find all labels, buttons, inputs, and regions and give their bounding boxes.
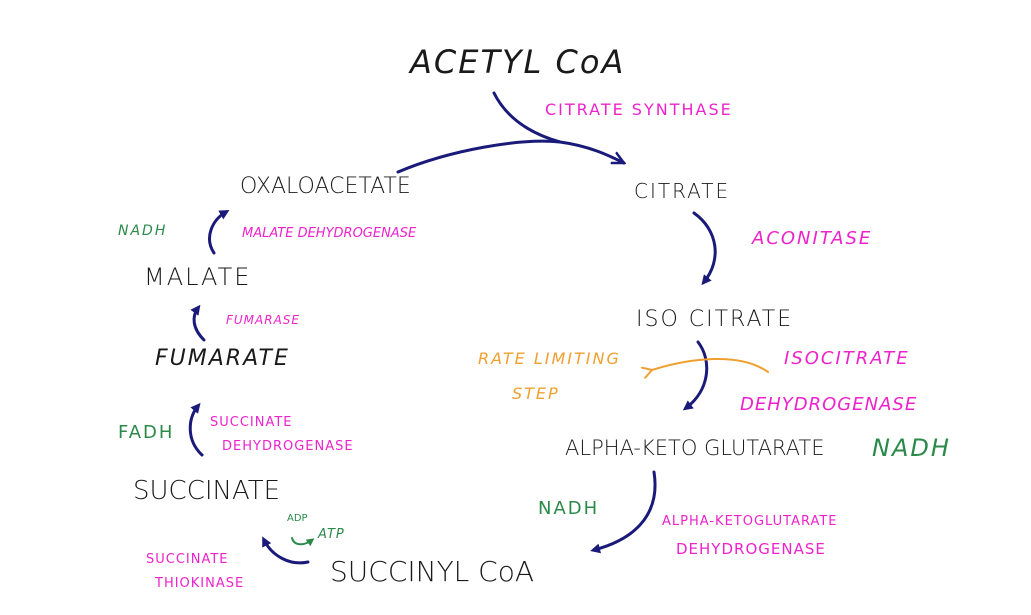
enzyme-succinate-thiokinase-line1: SUCCINATE [146,552,229,567]
enzyme-isocitrate-dehydrogenase-line2: DEHYDROGENASE [740,394,918,415]
annotation-rate-limiting-line1: RATE LIMITING [478,349,621,368]
arrow-fumarate-to-malate [190,304,206,342]
enzyme-aconitase: ACONITASE [752,228,873,249]
metabolite-fumarate: FUMARATE [155,346,290,371]
arrow-acetylcoa-in [492,91,562,144]
arrow-oxaloacetate-to-citrate [396,139,624,174]
metabolite-succinate: SUCCINATE [133,476,281,506]
arrow-akg-to-succinylcoa [590,470,657,554]
metabolite-oxaloacetate: OXALOACETATE [240,174,411,199]
enzyme-akg-dehydrogenase-line1: ALPHA-KETOGLUTARATE [662,514,838,529]
enzyme-akg-dehydrogenase-line2: DEHYDROGENASE [676,540,826,558]
arrow-succinylcoa-to-succinate [262,536,310,565]
cofactor-adp: ADP [287,513,308,524]
metabolite-acetyl-coa: ACETYL CoA [410,43,626,81]
arrow-rate-limiting [652,358,769,372]
cofactor-fadh: FADH [118,422,175,443]
cofactor-nadh-isocitrate: NADH [872,434,951,462]
arrow-adp-to-atp [291,537,315,547]
arrow-isocitrate-to-akg [682,340,709,411]
enzyme-succinate-dehydrogenase-line2: DEHYDROGENASE [222,439,354,454]
enzyme-isocitrate-dehydrogenase-line1: ISOCITRATE [784,348,910,369]
metabolite-alpha-ketoglutarate: ALPHA-KETO GLUTARATE [565,436,825,460]
enzyme-succinate-dehydrogenase-line1: SUCCINATE [210,415,293,430]
metabolite-isocitrate: ISO CITRATE [636,307,794,332]
enzyme-malate-dehydrogenase: MALATE DEHYDROGENASE [242,226,417,241]
annotation-rate-limiting-line2: STEP [512,384,560,403]
enzyme-citrate-synthase: CITRATE SYNTHASE [545,100,733,119]
metabolite-succinyl-coa: SUCCINYL CoA [330,555,535,588]
enzyme-succinate-thiokinase-line2: THIOKINASE [155,576,245,591]
metabolite-malate: MALATE [144,263,252,291]
cofactor-atp: ATP [318,527,345,542]
arrow-malate-to-oxaloacetate [208,210,230,255]
arrow-citrate-to-isocitrate [692,211,717,286]
enzyme-fumarase: FUMARASE [226,313,300,327]
arrow-succinate-to-fumarate [188,402,204,457]
cofactor-nadh-akg: NADH [538,498,600,519]
metabolite-citrate: CITRATE [634,179,731,203]
cofactor-nadh-malate: NADH [118,223,168,239]
